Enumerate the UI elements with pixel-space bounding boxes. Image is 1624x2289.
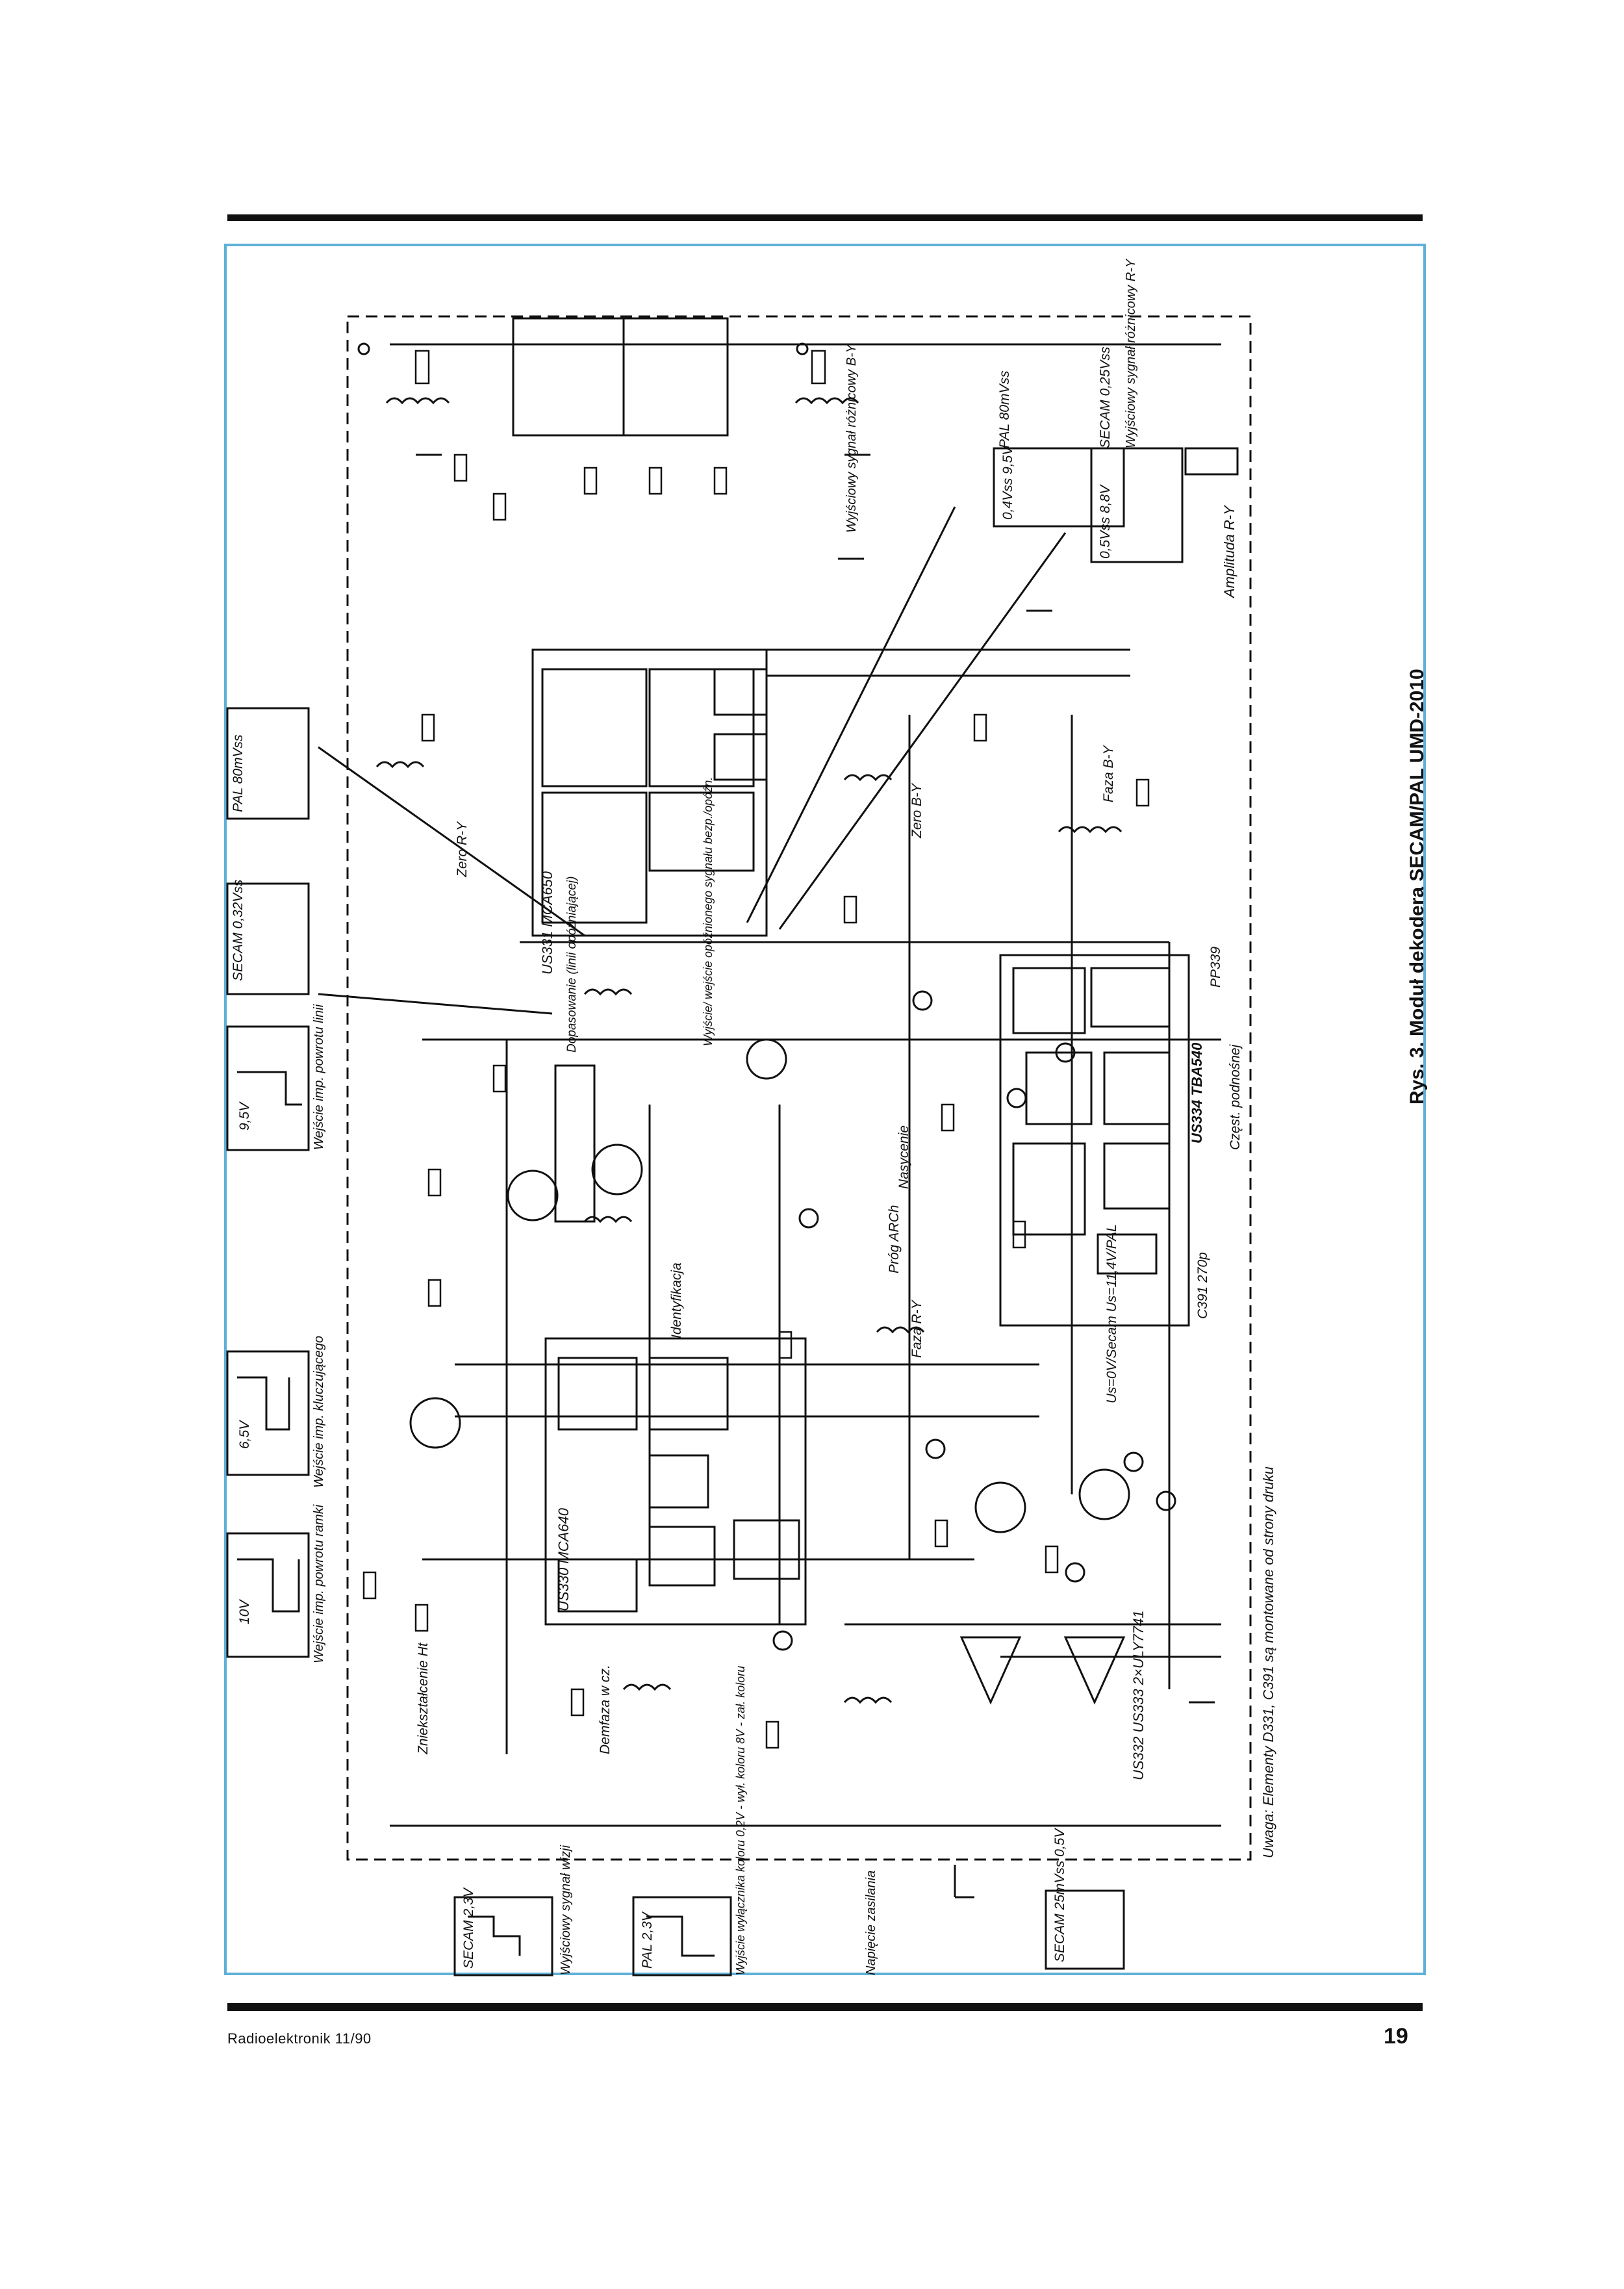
- waveform-wejscie-kluczujacego-6v5: 6,5V: [237, 1420, 252, 1449]
- waveform-secam-out: SECAM 2,3V: [461, 1888, 476, 1969]
- label-wyjscie-ry: Wyjściowy sygnał różnicowy R-Y: [1124, 259, 1138, 448]
- waveform-by-out: 0,5Vss 8,8V: [1098, 485, 1113, 559]
- bottom-rule: [227, 2003, 1423, 2011]
- label-wyjsciowy-sygnal-wizji: Wyjściowy sygnał wizji: [559, 1845, 573, 1975]
- label-wejscie-kluczujacego: Wejście imp. kluczującego: [312, 1335, 326, 1488]
- label-faza-ry: Faza R-Y: [909, 1300, 924, 1358]
- label-zero-by: Zero B-Y: [909, 783, 924, 838]
- waveform-pal-80mv: PAL 80mVss: [997, 370, 1012, 448]
- label-wylacznik-koloru: Wyjście wyłącznika koloru 0,2V - wył. ko…: [734, 1665, 747, 1975]
- block-us334: US334 TBA540: [1189, 1042, 1205, 1144]
- block-opamps: US332 US333 2×ULY7741: [1130, 1610, 1147, 1780]
- label-wyjscie-by: Wyjściowy sygnał różnicowy B-Y: [844, 344, 859, 533]
- footer-magazine: Radioelektronik 11/90: [227, 2030, 372, 2047]
- label-wejscie-ramki: Wejście imp. powrotu ramki: [312, 1504, 326, 1663]
- label-demfaza: Demfaza w cz.: [598, 1665, 613, 1754]
- waveform-pal-80mv-left: PAL 80mVss: [231, 734, 246, 812]
- label-zero-ry: Zero R-Y: [455, 821, 470, 877]
- label-zniesztalcenie: Zniekształcenie Ht: [416, 1643, 431, 1754]
- label-identyfikacja: Identyfikacja: [669, 1262, 684, 1338]
- footer-page-number: 19: [1384, 2024, 1408, 2049]
- figure-caption: Rys. 3. Moduł dekodera SECAM/PAL UMD-201…: [1406, 669, 1428, 1105]
- label-faza-by: Faza B-Y: [1101, 745, 1116, 802]
- label-amplituda-ry: Amplituda R-Y: [1221, 505, 1237, 598]
- diagram-frame: [224, 244, 1426, 1975]
- label-prog-arch: Próg ARCh: [887, 1205, 902, 1273]
- note-montowane: Uwaga: Elementy D331, C391 są montowane …: [1260, 1466, 1276, 1858]
- waveform-wejscie-linii-9v5: 9,5V: [237, 1102, 252, 1131]
- label-c385: PP339: [1208, 946, 1223, 988]
- block-us330: US330 MCA640: [555, 1508, 572, 1611]
- label-czest-podnosnej: Częst. podnośnej: [1228, 1044, 1243, 1150]
- label-dopasowanie: Dopasowanie (linii opóźniającej): [565, 876, 579, 1053]
- label-napiecie-zasilania: Napięcie zasilania: [864, 1870, 878, 1975]
- waveform-ry-out: 0,4Vss 9,5V: [1000, 446, 1015, 520]
- waveform-secam-032: SECAM 0,32Vss: [231, 879, 246, 981]
- waveform-wejscie-ramki-10v: 10V: [237, 1600, 252, 1624]
- label-nasycenie: Nasycenie: [896, 1125, 911, 1189]
- waveform-pal-out: PAL 2,3V: [640, 1912, 655, 1969]
- label-us-secam-pal: Us=0V/Secam Us=11,4V/PAL: [1104, 1224, 1119, 1403]
- top-rule: [227, 214, 1423, 221]
- label-wejscie-linii: Wejście imp. powrotu linii: [312, 1004, 326, 1150]
- waveform-secam-025: SECAM 0,25Vss: [1098, 346, 1113, 448]
- label-x300: C391 270p: [1195, 1252, 1210, 1319]
- block-us331: US331 MCA650: [539, 871, 555, 975]
- label-wyjscie-opoznionego: Wyjście/ wejście opóźnionego sygnału bez…: [702, 776, 715, 1046]
- waveform-secam-25mv: SECAM 25mVss 0,5V: [1052, 1828, 1067, 1962]
